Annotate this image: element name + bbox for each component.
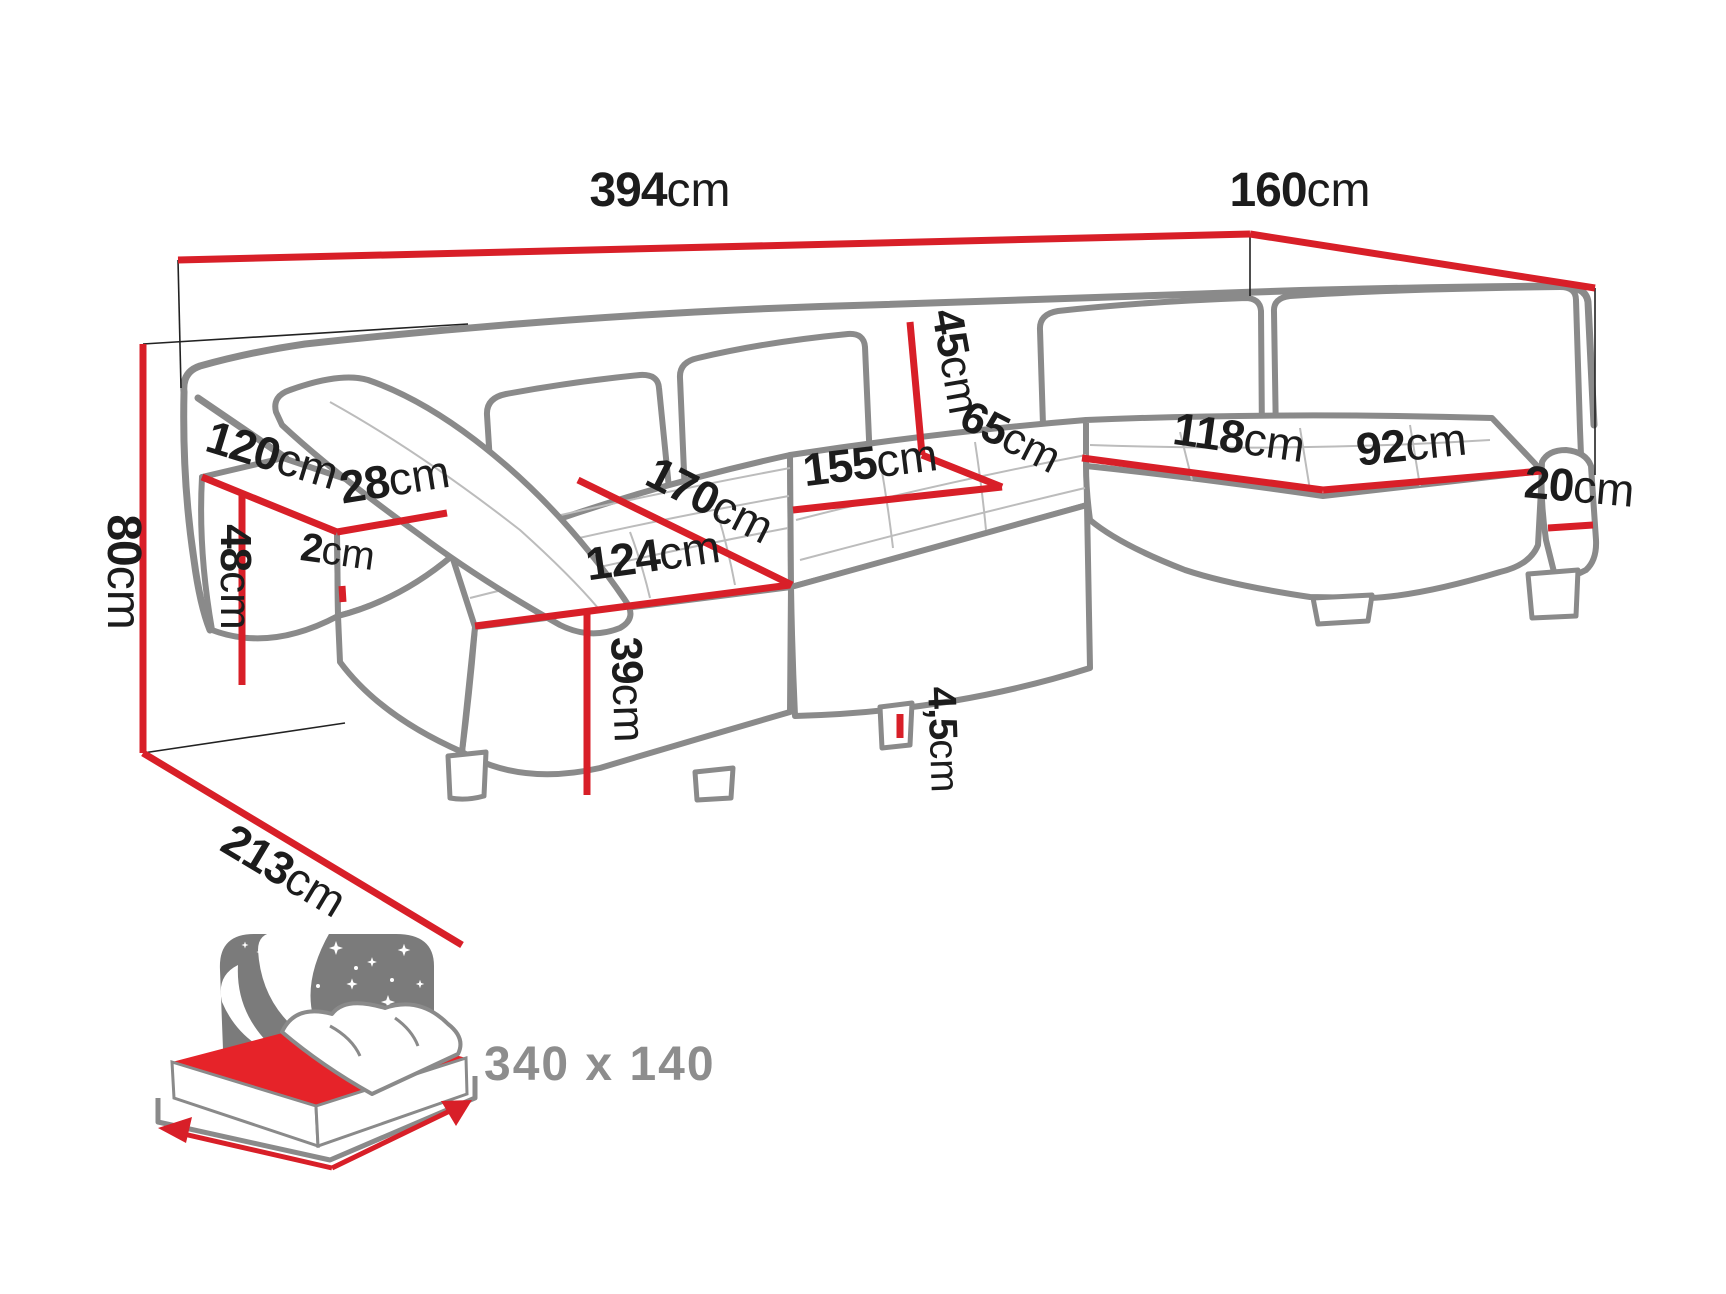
dim-line-45 — [906, 321, 926, 456]
dim-line-160 — [1249, 230, 1596, 292]
back-frame-inner-edge — [194, 394, 290, 462]
sofa-outline — [180, 282, 1600, 803]
leg-middle — [877, 700, 915, 751]
dim-label-80: 80cm — [97, 514, 150, 629]
dim-label-45: 45cm — [922, 305, 989, 418]
dim-line-213 — [141, 750, 464, 948]
sleeping-area-icon: 340 x 140 — [0, 932, 716, 1171]
dim-label-48: 48cm — [211, 524, 260, 630]
dim-label-28: 28cm — [336, 445, 453, 514]
bed-base — [155, 1076, 478, 1163]
sleeping-size-label: 340 x 140 — [484, 1038, 716, 1091]
dim-line-20 — [1547, 521, 1594, 532]
dim-label-118: 118cm — [1170, 402, 1308, 472]
guide-bottom-left — [142, 722, 346, 754]
dim-label-155: 155cm — [800, 428, 940, 496]
guide-left-vertical — [177, 259, 182, 389]
dim-line-394 — [177, 230, 1251, 264]
blanket-fold-1 — [329, 1024, 362, 1057]
leg-left-chaise-left — [445, 749, 489, 802]
dim-label-213: 213cm — [213, 813, 356, 927]
dim-label-4-5: 4,5cm — [919, 686, 967, 793]
leg-right-arm — [1525, 567, 1581, 621]
dim-label-39: 39cm — [601, 636, 654, 743]
dim-line-120 — [200, 473, 339, 536]
guide-left-horizontal — [142, 323, 469, 345]
dim-line-170 — [576, 476, 794, 589]
dim-line-65 — [920, 451, 1004, 491]
dim-line-124 — [474, 581, 791, 630]
dim-line-92 — [1322, 467, 1543, 494]
leg-right-front — [1310, 592, 1375, 627]
dim-label-124: 124cm — [582, 520, 723, 590]
bed-size-arrows — [158, 1100, 472, 1171]
dim-line-118 — [1081, 454, 1324, 494]
dim-label-92: 92cm — [1354, 412, 1469, 475]
dim-line-155 — [792, 483, 1003, 514]
moon-swoosh-small — [220, 965, 285, 1058]
left-chaise-side-face — [335, 553, 478, 755]
dimension-lines — [139, 230, 1596, 948]
dim-line-2 — [338, 585, 347, 603]
bounding-guide-lines — [142, 234, 1596, 754]
leg-left-chaise-right — [692, 765, 736, 803]
dim-label-20: 20cm — [1522, 455, 1637, 516]
seat-middle-front — [788, 502, 1093, 719]
blanket-fold-2 — [394, 1016, 420, 1047]
back-frame-left-edge — [180, 388, 214, 634]
dim-label-2: 2cm — [298, 525, 378, 579]
pillow-fold-line — [329, 401, 599, 609]
right-armrest — [1538, 447, 1600, 580]
dim-line-28 — [336, 509, 448, 536]
seat-right-front — [1083, 463, 1545, 601]
dim-label-160: 160cm — [1229, 164, 1370, 217]
blanket — [280, 1001, 463, 1096]
left-armrest-outer-face — [198, 474, 341, 642]
headrest-pillow — [272, 374, 634, 637]
dim-label-394: 394cm — [589, 164, 730, 217]
